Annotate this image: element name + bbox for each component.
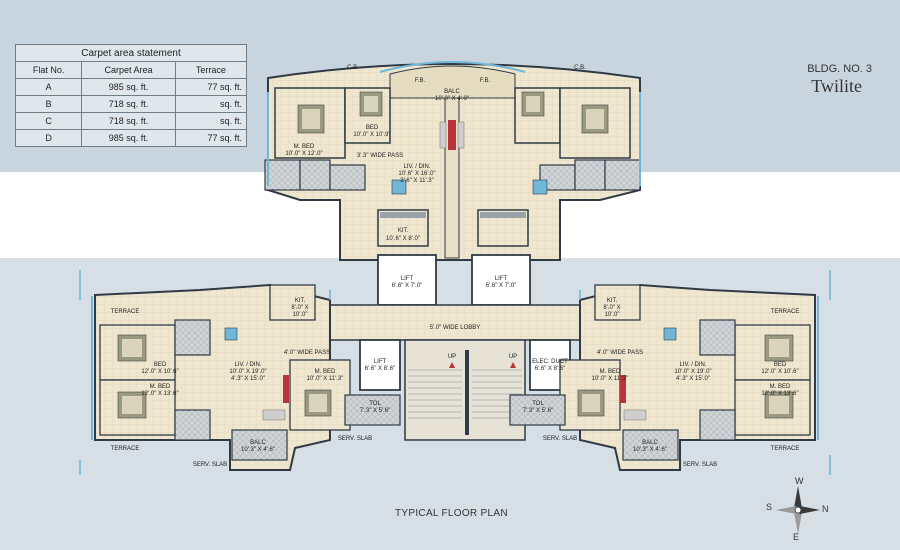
label-mbed-edge-right: M. BED: [770, 384, 791, 390]
label-cb-top-left: C.B.: [347, 65, 359, 71]
table-row: D 985 sq. ft. 77 sq. ft.: [14, 129, 248, 147]
label-lift-top-right-dim: 6'.6" X 7'.0": [486, 283, 517, 289]
label-serv-slab-center-left: SERV. SLAB: [338, 436, 372, 442]
label-lift-top-dim: 6'.6" X 7'.0": [392, 283, 423, 289]
label-bed-top: BED: [366, 125, 379, 131]
label-tol-left: TOL: [369, 401, 381, 407]
label-pass-top: 3'.3" WIDE PASS: [357, 153, 403, 159]
label-mbed-bot-left: M. BED: [315, 369, 336, 375]
label-pass-bot-right: 4'.0" WIDE PASS: [597, 350, 643, 356]
label-bed-bot-right: BED: [774, 362, 787, 368]
label-duct-dim: 6'.6" X 8'.6": [535, 366, 566, 372]
label-balc-top-dim: 10'.0" X 4'.0": [435, 96, 469, 102]
label-duct: ELEC. DUCT: [532, 359, 568, 365]
label-terrace-left-bot: TERRACE: [111, 446, 140, 452]
label-pass-bot-left: 4'.0" WIDE PASS: [284, 350, 330, 356]
label-mbed-bot-right: M. BED: [600, 369, 621, 375]
label-liv-bot-left-dim1: 10'.0" X 19'.0": [229, 369, 266, 375]
label-serv-slab-right: SERV. SLAB: [683, 462, 717, 468]
compass-s: S: [766, 502, 773, 512]
label-mbed-edge-right-dim: 12'.0" X 13'.6": [761, 391, 798, 397]
label-kit-bot-right: KIT.: [607, 298, 618, 304]
building-number: BLDG. NO. 3: [807, 63, 872, 75]
label-tol-right: TOL: [532, 401, 544, 407]
label-lift-top-right: LIFT: [495, 276, 508, 282]
compass-e: E: [793, 532, 800, 542]
top-wing: [264, 61, 641, 306]
label-mbed-bot-right-dim: 10'.0" X 11'.3": [592, 376, 629, 382]
label-balc-bot-left-dim: 10'.3" X 4'.6": [241, 447, 275, 453]
label-terrace-right-top: TERRACE: [771, 309, 800, 315]
table-row: B 718 sq. ft. sq. ft.: [14, 95, 248, 113]
carpet-area-table: Carpet area statement Flat No. Carpet Ar…: [14, 44, 248, 147]
label-liv-top-dim2: 3'.6" X 11'.3": [400, 178, 433, 184]
label-balc-bot-left: BALC: [250, 440, 266, 446]
compass-n: N: [822, 504, 829, 514]
label-kit-bot-left-dim1: 8'.0" X: [291, 305, 308, 311]
label-bed-bot-right-dim: 12'.0" X 10'.6": [761, 369, 798, 375]
label-mbed-edge-left-dim: 12'.0" X 13'.6": [141, 391, 178, 397]
label-terrace-right-bot: TERRACE: [771, 446, 800, 452]
label-fb-top-right: F.B.: [480, 78, 491, 84]
label-kit-bot-right-dim1: 8'.0" X: [603, 305, 620, 311]
label-mbed-top: M. BED: [294, 144, 315, 150]
label-fb-top-left: F.B.: [415, 78, 426, 84]
label-liv-bot-left: LIV. / DIN.: [234, 362, 261, 368]
label-liv-bot-right-dim1: 10'.0" X 19'.0": [674, 369, 711, 375]
building-name: Twilite: [811, 76, 862, 96]
label-kit-bot-left: KIT.: [295, 298, 306, 304]
label-terrace-left-top: TERRACE: [111, 309, 140, 315]
label-tol-left-dim: 7'.3" X 5'.6": [360, 408, 391, 414]
label-kit-bot-left-dim2: 10'.0": [293, 312, 308, 318]
plan-title: TYPICAL FLOOR PLAN: [395, 508, 508, 519]
compass-w: W: [795, 476, 804, 486]
label-kit-top-dim: 10'.6" X 8'.0": [386, 236, 420, 242]
label-lift-mid-dim: 6'.6" X 8'.6": [365, 366, 396, 372]
label-tol-right-dim: 7'.3" X 5'.6": [523, 408, 554, 414]
label-mbed-edge-left: M. BED: [150, 384, 171, 390]
label-liv-top: LIV. / DIN.: [403, 164, 430, 170]
label-liv-bot-left-dim2: 4'.3" X 15'.0": [231, 376, 265, 382]
compass-icon: [776, 486, 820, 534]
label-bed-bot-left-dim: 12'.0" X 10'.6": [141, 369, 178, 375]
label-up-left: UP: [448, 354, 456, 360]
label-balc-bot-right-dim: 10'.3" X 4'.6": [633, 447, 667, 453]
label-lobby: 5'.0" WIDE LOBBY: [430, 325, 481, 331]
compass-rose: W S N E: [766, 476, 829, 542]
label-kit-bot-right-dim2: 10'.0": [605, 312, 620, 318]
label-bed-bot-left: BED: [154, 362, 167, 368]
cell-terrace: 77 sq. ft.: [174, 129, 248, 147]
label-balc-bot-right: BALC: [642, 440, 658, 446]
label-serv-slab-left: SERV. SLAB: [193, 462, 227, 468]
label-cb-top-right: C.B.: [574, 65, 586, 71]
label-liv-bot-right: LIV. / DIN.: [679, 362, 706, 368]
label-lift-top: LIFT: [401, 276, 414, 282]
cell-area: 985 sq. ft.: [81, 129, 176, 147]
cell-flat: D: [14, 129, 83, 147]
label-kit-top: KIT.: [398, 228, 409, 234]
label-balc-top: BALC: [444, 89, 460, 95]
label-bed-top-dim: 10'.0" X 10'.9": [353, 132, 390, 138]
label-liv-top-dim1: 10'.6" X 16'.0": [398, 171, 435, 177]
label-mbed-top-dim: 10'.0" X 12'.0": [285, 151, 322, 157]
label-lift-mid: LIFT: [374, 359, 387, 365]
label-serv-slab-center-right: SERV. SLAB: [543, 436, 577, 442]
label-up-right: UP: [509, 354, 517, 360]
bottom-wing: [79, 270, 831, 475]
label-mbed-bot-left-dim: 10'.0" X 11'.3": [307, 376, 344, 382]
label-liv-bot-right-dim2: 4'.3" X 15'.0": [676, 376, 710, 382]
